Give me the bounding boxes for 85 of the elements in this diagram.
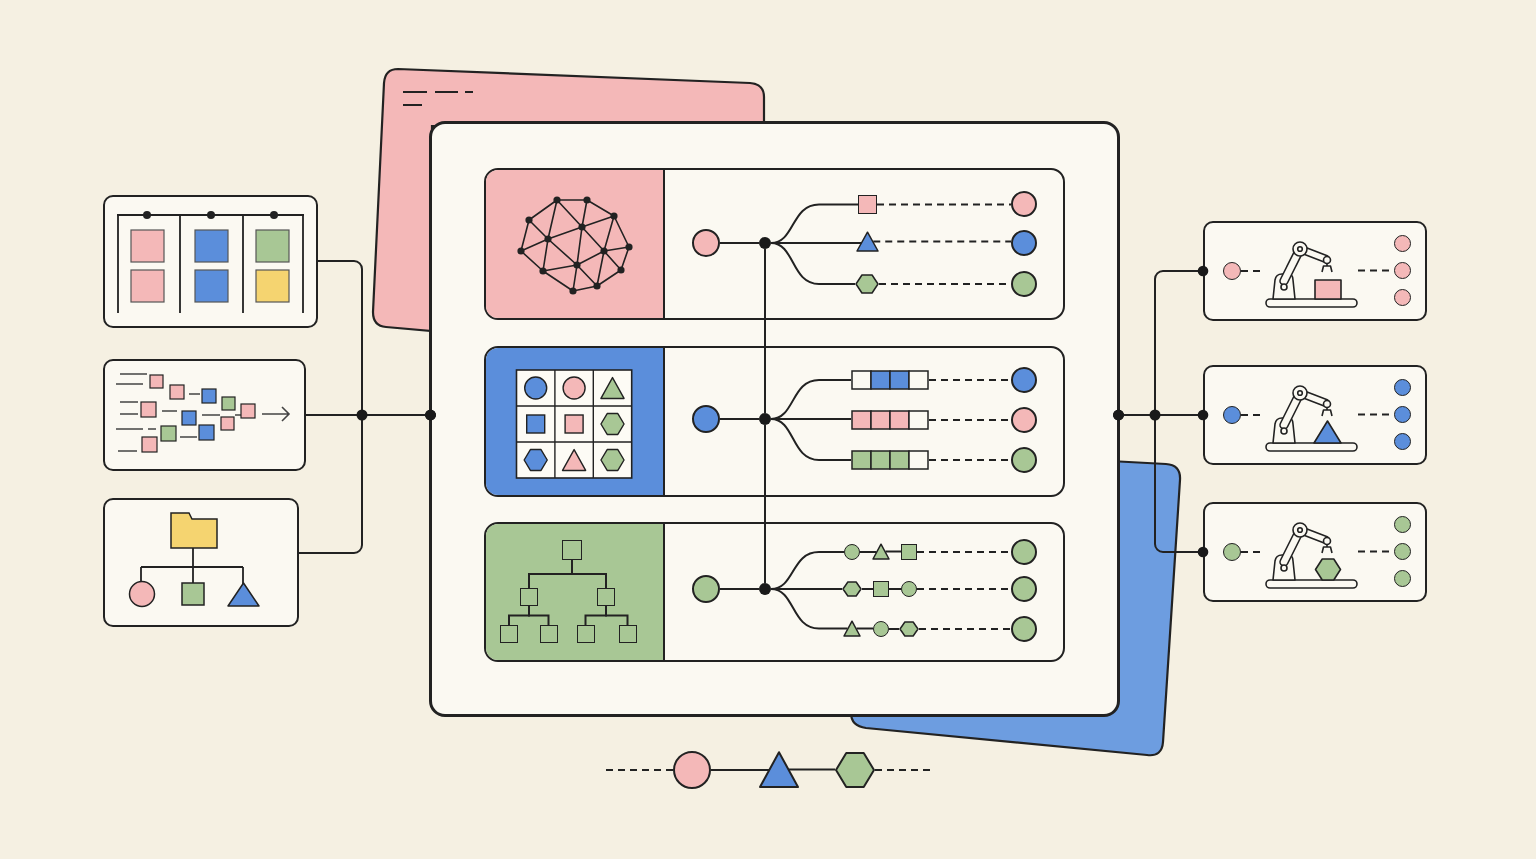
circle	[1011, 576, 1037, 602]
output-card	[1203, 365, 1427, 465]
dashed-connector	[876, 203, 1012, 206]
junction-dot	[759, 583, 771, 595]
junction-dot	[759, 237, 771, 249]
connector	[770, 418, 852, 461]
triangle	[759, 751, 799, 788]
segmented-bar	[851, 410, 929, 430]
square	[562, 540, 582, 560]
connector	[528, 605, 550, 626]
connector	[719, 242, 760, 244]
circle	[1011, 407, 1037, 433]
hexagon	[842, 581, 862, 597]
connector	[764, 248, 766, 414]
hexagon	[835, 752, 875, 788]
circle	[1394, 235, 1411, 252]
output-card	[1203, 502, 1427, 602]
square	[597, 588, 615, 606]
triangle	[843, 620, 861, 637]
square	[858, 195, 877, 214]
connector	[605, 605, 629, 626]
dashed-connector	[918, 628, 1012, 630]
input-card	[103, 498, 299, 627]
connector	[888, 628, 900, 630]
row-panel	[484, 346, 1065, 497]
circle	[1011, 271, 1037, 297]
circle	[1223, 406, 1241, 424]
circle	[1011, 616, 1037, 642]
connector	[719, 588, 760, 590]
row-panel	[484, 522, 1065, 662]
connector	[888, 588, 902, 590]
square	[901, 544, 917, 560]
circle	[692, 229, 720, 257]
robot-arm-illustration	[1265, 238, 1358, 309]
connector	[855, 627, 874, 630]
output-card	[1203, 221, 1427, 321]
triangle	[856, 231, 879, 252]
dashed-connector	[605, 769, 674, 771]
circle	[901, 581, 917, 597]
circle	[844, 544, 860, 560]
circle	[1394, 262, 1411, 279]
connector	[884, 550, 902, 553]
main-panel	[429, 121, 1120, 717]
circle	[1011, 447, 1037, 473]
hexagon	[855, 274, 879, 294]
connector	[764, 424, 766, 584]
hexagon	[899, 621, 919, 637]
square	[873, 581, 889, 597]
circle	[673, 751, 711, 789]
circle	[1394, 406, 1411, 423]
circle	[1394, 433, 1411, 450]
circle	[692, 575, 720, 603]
connector	[861, 588, 874, 590]
circle	[1011, 539, 1037, 565]
segmented-bar	[851, 450, 929, 470]
circle	[1011, 367, 1037, 393]
connector	[770, 242, 856, 285]
robot-arm-illustration	[1265, 519, 1358, 590]
robot-arm-illustration	[1265, 382, 1358, 453]
circle	[692, 405, 720, 433]
circle	[1394, 379, 1411, 396]
connector	[859, 551, 878, 553]
circle	[873, 621, 889, 637]
connector	[719, 418, 760, 420]
junction-dot	[759, 413, 771, 425]
circle	[1394, 516, 1411, 533]
connector	[298, 409, 436, 554]
connector	[1113, 409, 1209, 558]
circle	[1223, 262, 1241, 280]
input-card	[103, 359, 306, 471]
triangle	[872, 543, 890, 560]
circle	[1011, 191, 1037, 217]
input-card	[103, 195, 318, 328]
circle	[1011, 230, 1037, 256]
connector	[710, 769, 770, 771]
square	[500, 625, 518, 643]
connector	[770, 588, 849, 630]
square	[520, 588, 538, 606]
circle	[1223, 543, 1241, 561]
circle	[1394, 543, 1411, 560]
segmented-bar	[851, 370, 929, 390]
circle	[1394, 570, 1411, 587]
circle	[1394, 289, 1411, 306]
connector	[788, 768, 836, 771]
dashed-connector	[872, 240, 1012, 243]
